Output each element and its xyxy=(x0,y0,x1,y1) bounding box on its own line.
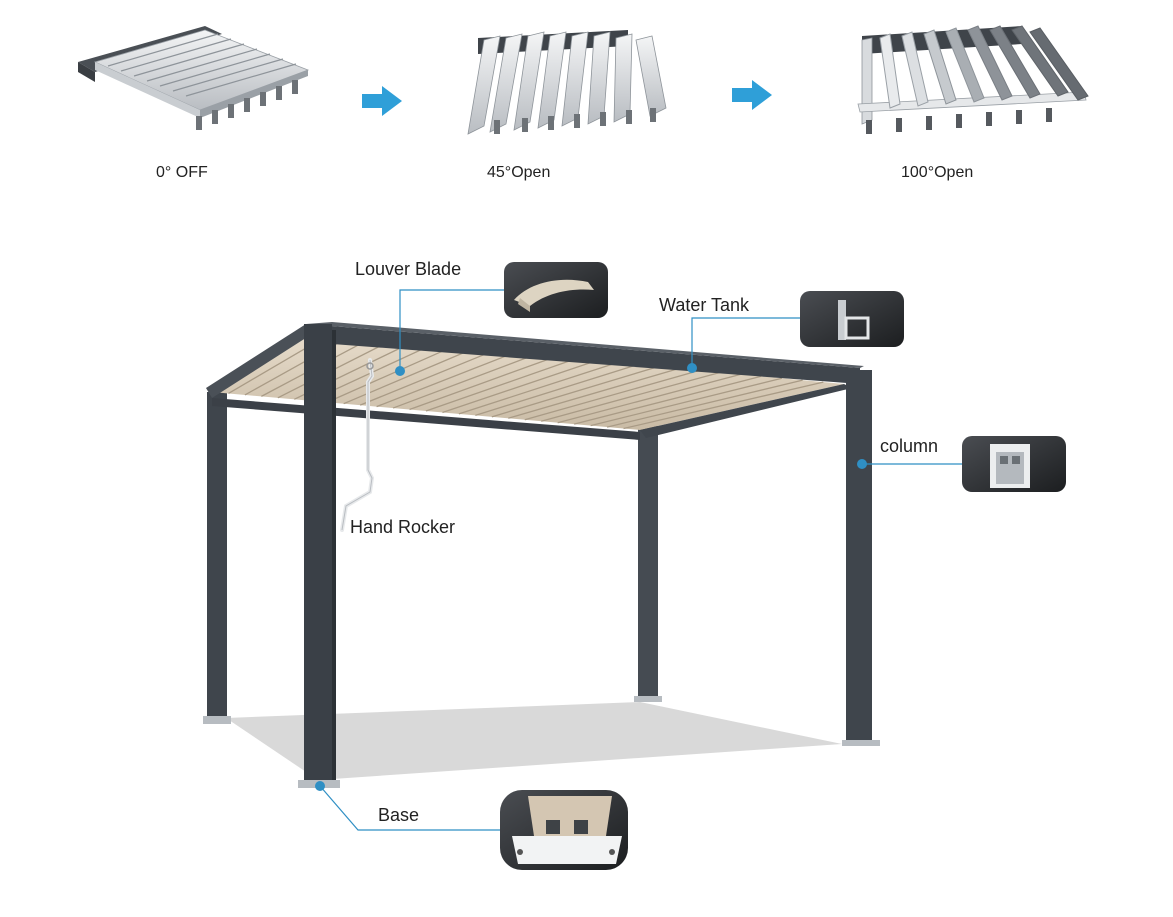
louver-slat xyxy=(475,364,638,417)
right-arrow-icon xyxy=(362,86,402,116)
label-base: Base xyxy=(378,805,420,825)
right-arrow-icon xyxy=(732,80,772,110)
louver-slat xyxy=(343,348,472,405)
louver-state-45 xyxy=(467,30,667,135)
louver-slat xyxy=(392,354,534,409)
louver-slat xyxy=(508,367,679,419)
label-louver-blade: Louver Blade xyxy=(355,259,462,279)
hand-rocker xyxy=(340,358,375,532)
column-detail xyxy=(962,436,1066,492)
callout-lines xyxy=(319,289,962,831)
louver-slat xyxy=(524,369,700,421)
louver-slat xyxy=(606,379,803,428)
louver-blade-detail xyxy=(504,262,608,318)
louver-slat xyxy=(557,373,741,424)
louver-state-100 xyxy=(857,25,1089,134)
louver-slat xyxy=(442,360,596,414)
louver-slat xyxy=(458,362,617,415)
front-columns xyxy=(298,324,880,788)
label-hand-rocker: Hand Rocker xyxy=(350,517,456,537)
water-tank-detail xyxy=(800,291,904,347)
louver-slat xyxy=(359,350,493,406)
callout-dots xyxy=(315,363,867,791)
louver-slat xyxy=(541,371,721,422)
louver-slat xyxy=(623,381,824,430)
state-label-closed: 0° OFF xyxy=(156,164,208,181)
state-label-45: 45°Open xyxy=(487,164,551,181)
louver-slat xyxy=(573,375,762,425)
louver-state-closed xyxy=(78,26,310,130)
louver-slat xyxy=(425,358,576,412)
louver-slat xyxy=(491,366,658,418)
louver-slat xyxy=(376,352,514,408)
louver-slat xyxy=(590,377,783,427)
back-columns xyxy=(203,392,662,724)
base-detail xyxy=(500,790,628,870)
floor-shadow xyxy=(226,702,842,780)
state-label-100: 100°Open xyxy=(901,164,974,181)
louver-slat xyxy=(409,356,555,411)
louver-slat xyxy=(326,346,452,403)
label-water-tank: Water Tank xyxy=(659,295,750,315)
louver-slats xyxy=(228,335,824,430)
label-column: column xyxy=(880,436,939,456)
